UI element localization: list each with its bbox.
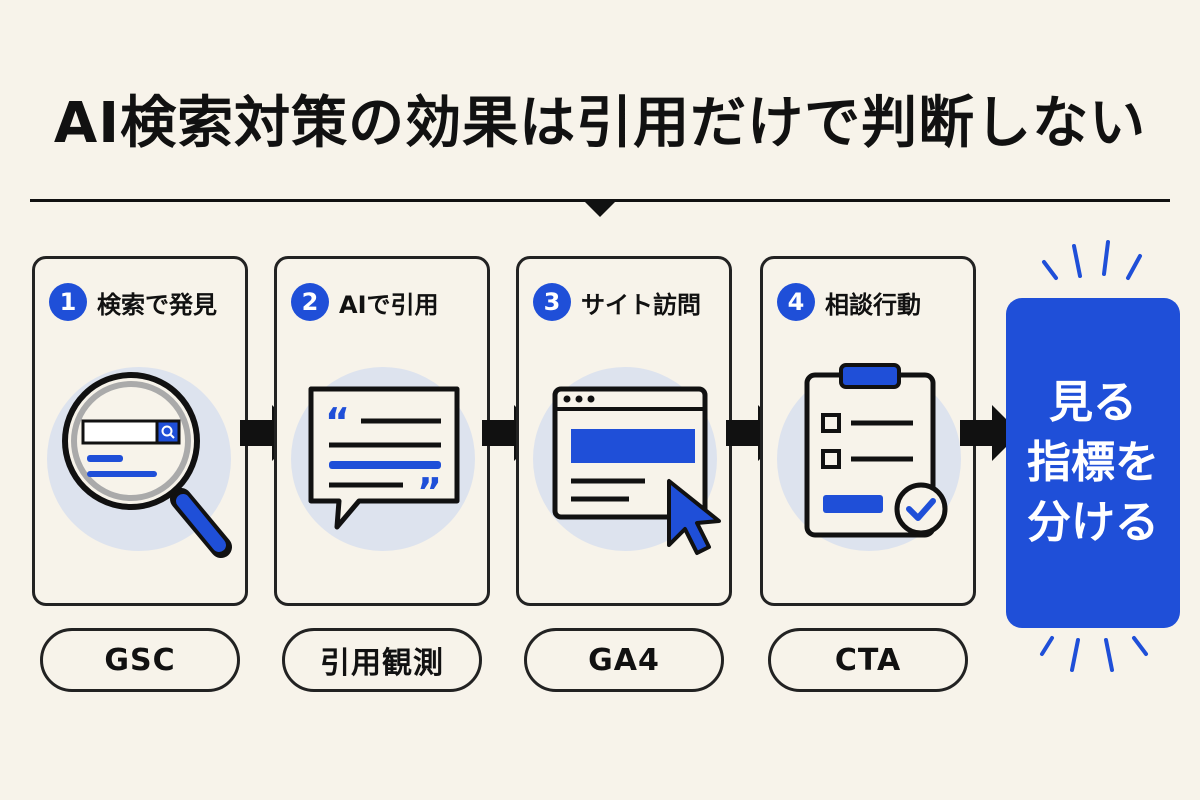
emphasis-burst-bottom-icon xyxy=(1040,636,1148,672)
step-header: 3 サイト訪問 xyxy=(533,283,701,321)
step-label: 検索で発見 xyxy=(97,290,217,319)
step-card-3: 3 サイト訪問 xyxy=(516,256,732,606)
emphasis-burst-top-icon xyxy=(1042,240,1142,280)
step-label: 相談行動 xyxy=(825,290,921,319)
conclusion-line-2: 指標を xyxy=(1027,437,1159,489)
clipboard-check-icon xyxy=(777,363,961,551)
browser-cursor-icon xyxy=(533,367,721,555)
step-number-badge: 3 xyxy=(533,283,571,321)
conclusion-line-3: 分ける xyxy=(1027,496,1159,548)
metric-pill-cta: CTA xyxy=(768,628,968,692)
page-title: AI検索対策の効果は引用だけで判断しない xyxy=(53,91,1147,156)
metric-pill-gsc: GSC xyxy=(40,628,240,692)
arrow-right-icon xyxy=(960,405,1020,461)
step-label: サイト訪問 xyxy=(581,290,701,319)
quote-bubble-icon: “ ” xyxy=(291,367,475,551)
metric-pill-citation: 引用観測 xyxy=(282,628,482,692)
step-number-badge: 2 xyxy=(291,283,329,321)
conclusion-line-1: 見る xyxy=(1049,377,1137,429)
step-header: 2 AIで引用 xyxy=(291,283,439,321)
step-header: 1 検索で発見 xyxy=(49,283,217,321)
step-number-badge: 4 xyxy=(777,283,815,321)
magnifier-search-icon xyxy=(47,367,232,558)
conclusion-box: 見る 指標を 分ける xyxy=(1006,298,1180,628)
svg-text:“: “ xyxy=(325,400,350,444)
step-card-1: 1 検索で発見 xyxy=(32,256,248,606)
svg-text:”: ” xyxy=(417,470,442,514)
step-label: AIで引用 xyxy=(339,290,439,319)
title-divider xyxy=(30,199,1170,202)
step-card-2: 2 AIで引用 “ ” xyxy=(274,256,490,606)
step-number-badge: 1 xyxy=(49,283,87,321)
step-card-4: 4 相談行動 xyxy=(760,256,976,606)
divider-pointer-icon xyxy=(584,201,616,217)
step-header: 4 相談行動 xyxy=(777,283,921,321)
metric-pill-ga4: GA4 xyxy=(524,628,724,692)
